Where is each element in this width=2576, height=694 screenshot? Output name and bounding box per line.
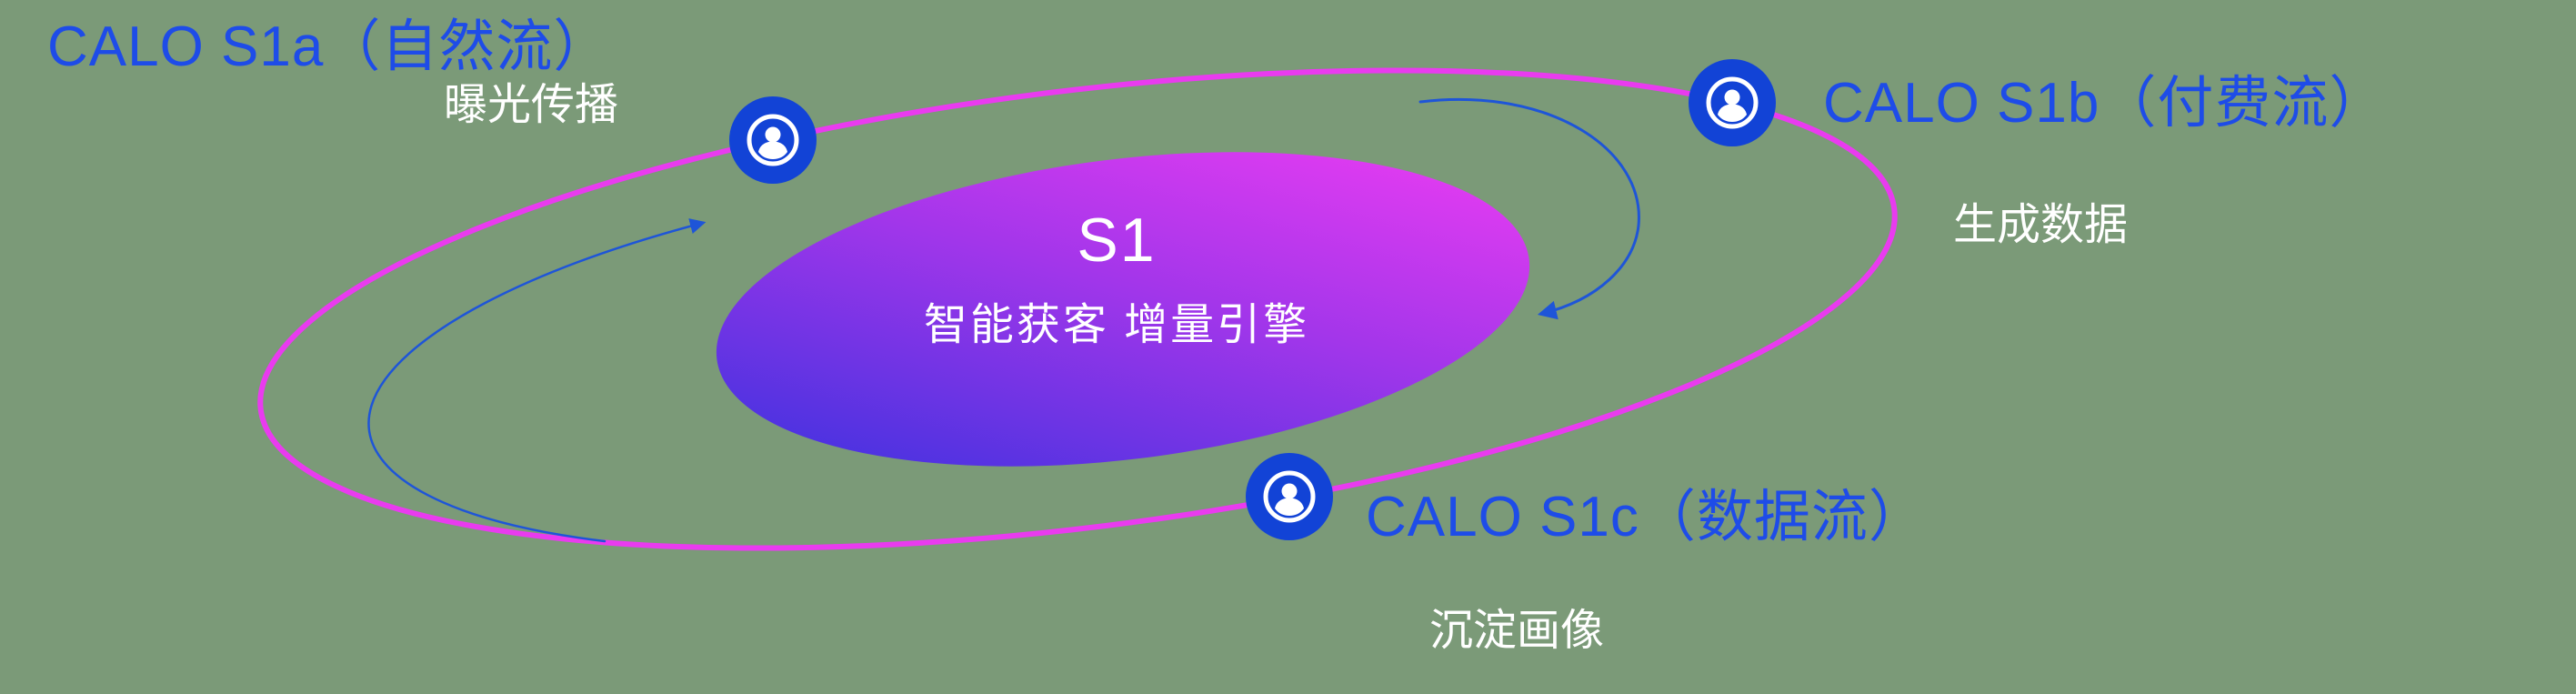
label-s1b-subtitle: 生成数据: [1953, 201, 2129, 249]
label-s1b-title: CALO S1b（付费流）: [1823, 72, 2387, 135]
flow-arrow-left: [367, 218, 707, 543]
label-s1a-title: CALO S1a（自然流）: [47, 15, 611, 78]
core-ellipse: [716, 152, 1530, 467]
label-s1a-subtitle: 曝光传播: [444, 81, 619, 129]
person-icon: [729, 96, 817, 184]
label-s1c-subtitle: 沉淀画像: [1429, 607, 1605, 655]
orbit-ring: [257, 67, 1898, 551]
label-s1c-title: CALO S1c（数据流）: [1366, 486, 1926, 548]
flow-arrow-right: [1418, 97, 1640, 320]
node-s1c: [1246, 453, 1333, 540]
node-s1a: [729, 96, 817, 184]
core-label: S1 智能获客 增量引擎: [924, 205, 1309, 352]
person-icon: [1246, 453, 1333, 540]
node-s1b: [1689, 59, 1776, 146]
core-title: S1: [1077, 206, 1157, 275]
person-icon: [1689, 59, 1776, 146]
core-subtitle: 智能获客 增量引擎: [923, 301, 1310, 349]
